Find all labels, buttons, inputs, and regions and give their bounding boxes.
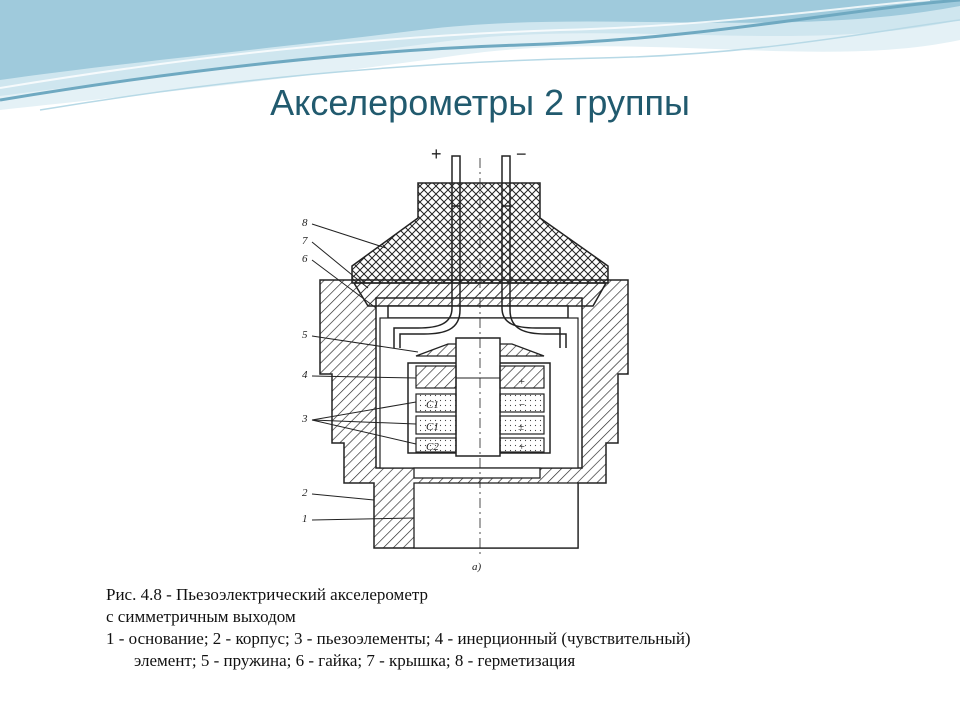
part-label: 5 [302, 329, 308, 341]
caption-legend-line: элемент; 5 - пружина; 6 - гайка; 7 - кры… [134, 651, 576, 670]
piezo-element [499, 393, 545, 413]
element-label: C2 [426, 441, 439, 453]
terminal-plus-label: + [431, 144, 442, 164]
part-label: 4 [302, 369, 308, 381]
inertial-mass-right [499, 365, 545, 389]
base-socket [413, 482, 579, 549]
element-label: C1 [426, 421, 439, 433]
piezo-element [415, 415, 457, 435]
piezo-element [499, 415, 545, 435]
base [413, 467, 541, 479]
piezo-element [415, 393, 457, 413]
part-label: 6 [302, 253, 308, 265]
accelerometer-diagram: + − C1 C1 C2 + − ± + 8 7 6 5 [268, 138, 680, 578]
terminal-minus-label: − [516, 144, 527, 164]
caption-legend-line: 1 - основание; 2 - корпус; 3 - пьезоэлем… [106, 629, 691, 648]
center-bolt [455, 337, 501, 457]
inertial-mass-left [415, 365, 457, 389]
part-label: 1 [302, 513, 308, 525]
polarity-mark: + [518, 376, 525, 388]
polarity-mark: − [518, 399, 525, 411]
part-label: 7 [302, 235, 308, 247]
figure-caption: Рис. 4.8 - Пьезоэлектрический акселероме… [106, 584, 906, 672]
piezo-element [415, 437, 457, 453]
element-label: C1 [426, 399, 439, 411]
caption-line: Рис. 4.8 - Пьезоэлектрический акселероме… [106, 585, 428, 604]
header-wave-decoration [0, 0, 960, 111]
polarity-mark: + [518, 441, 525, 453]
polarity-mark: ± [518, 421, 524, 433]
slide-title: Акселерометры 2 группы [270, 82, 690, 123]
caption-line: с симметричным выходом [106, 607, 296, 626]
part-label: 8 [302, 217, 308, 229]
piezo-element [499, 437, 545, 453]
nut [387, 305, 569, 319]
part-label: 3 [301, 413, 308, 425]
part-label: 2 [302, 487, 308, 499]
figure-sublabel: а) [472, 561, 482, 573]
